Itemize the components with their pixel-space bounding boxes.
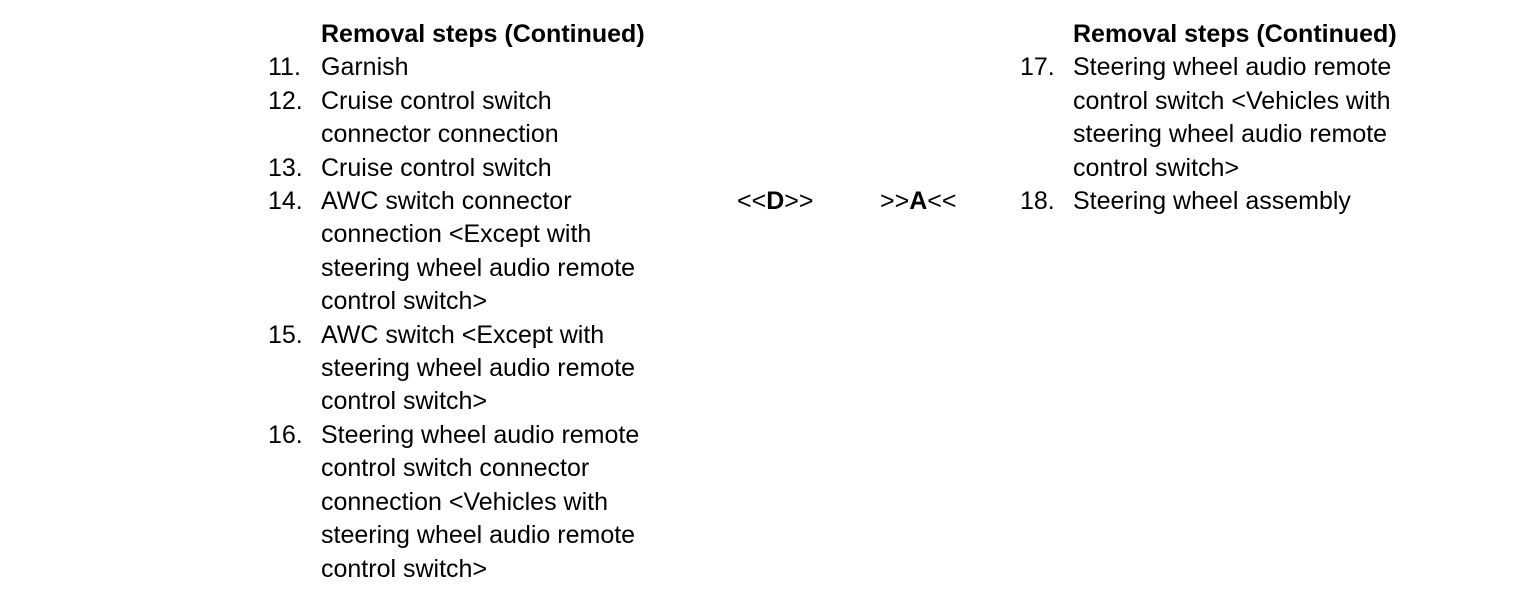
step-text: Steering wheel audio remote control swit… <box>321 420 640 583</box>
left-column-heading: Removal steps (Continued) <box>321 20 645 48</box>
step-number: 15. <box>268 320 303 349</box>
step-text: AWC switch connector connection <Except … <box>321 187 636 316</box>
step-12: 12. Cruise control switch connector conn… <box>268 85 708 152</box>
right-column-heading: Removal steps (Continued) <box>1073 20 1397 48</box>
step-16: 16. Steering wheel audio remote control … <box>268 419 708 586</box>
step-number: 16. <box>268 420 303 449</box>
step-17: 17. Steering wheel audio remote control … <box>1020 51 1520 185</box>
service-point-marker-a: >>A<< <box>880 185 956 218</box>
step-11: 11. Garnish <box>268 51 708 84</box>
step-text: Steering wheel assembly <box>1073 187 1351 216</box>
marker-d-letter: D <box>766 187 785 215</box>
step-number: 12. <box>268 86 303 115</box>
marker-a-letter: A <box>909 187 928 215</box>
marker-a-suffix: << <box>927 187 957 215</box>
marker-d-suffix: >> <box>784 187 814 215</box>
step-13: 13. Cruise control switch <box>268 152 708 185</box>
step-14: 14. AWC switch connector connection <Exc… <box>268 185 708 319</box>
step-number: 14. <box>268 187 303 216</box>
service-point-marker-d: <<D>> <box>737 185 813 218</box>
marker-d-prefix: << <box>737 187 767 215</box>
right-steps-column: Removal steps (Continued) 17. Steering w… <box>1020 18 1520 218</box>
step-number: 13. <box>268 153 303 182</box>
step-18: 18. Steering wheel assembly <box>1020 185 1520 218</box>
step-text: Garnish <box>321 53 409 82</box>
step-number: 17. <box>1020 53 1055 82</box>
step-15: 15. AWC switch <Except with steering whe… <box>268 319 708 419</box>
step-text: AWC switch <Except with steering wheel a… <box>321 320 636 416</box>
marker-a-prefix: >> <box>880 187 910 215</box>
step-number: 18. <box>1020 187 1055 216</box>
step-text: Cruise control switch connector connecti… <box>321 86 559 149</box>
step-text: Cruise control switch <box>321 153 552 182</box>
step-text: Steering wheel audio remote control swit… <box>1073 53 1392 182</box>
step-number: 11. <box>268 53 301 82</box>
left-steps-column: Removal steps (Continued) 11. Garnish 12… <box>268 18 708 586</box>
